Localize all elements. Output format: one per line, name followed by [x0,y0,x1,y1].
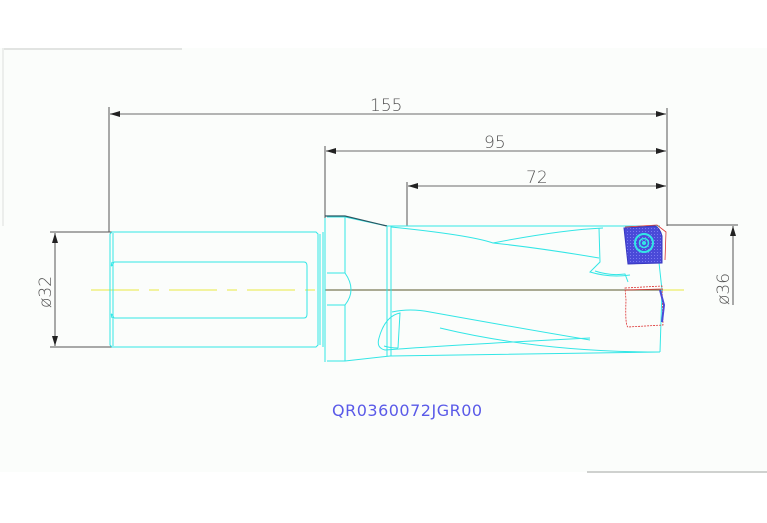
dimension-cutting-diameter: ø36 [666,224,738,305]
dimension-overall-length: 155 [108,96,668,232]
sheet-border-bottom [587,471,767,473]
dim-36-label: ø36 [714,273,734,305]
dim-155-label: 155 [370,96,402,116]
sheet-border-top [2,48,182,50]
sheet-border-left [2,48,4,226]
dim-95-label: 95 [484,133,506,153]
dim-72-label: 72 [526,168,548,188]
body-outline [324,215,663,362]
dimension-body-length: 95 [324,133,666,218]
shank-outline [109,231,324,348]
dimension-shank-diameter: ø32 [36,231,112,348]
dim-32-label: ø32 [36,276,56,308]
dimension-flute-length: 72 [406,168,666,226]
part-number-label: QR0360072JGR00 [332,401,483,420]
cutting-insert [623,224,667,328]
